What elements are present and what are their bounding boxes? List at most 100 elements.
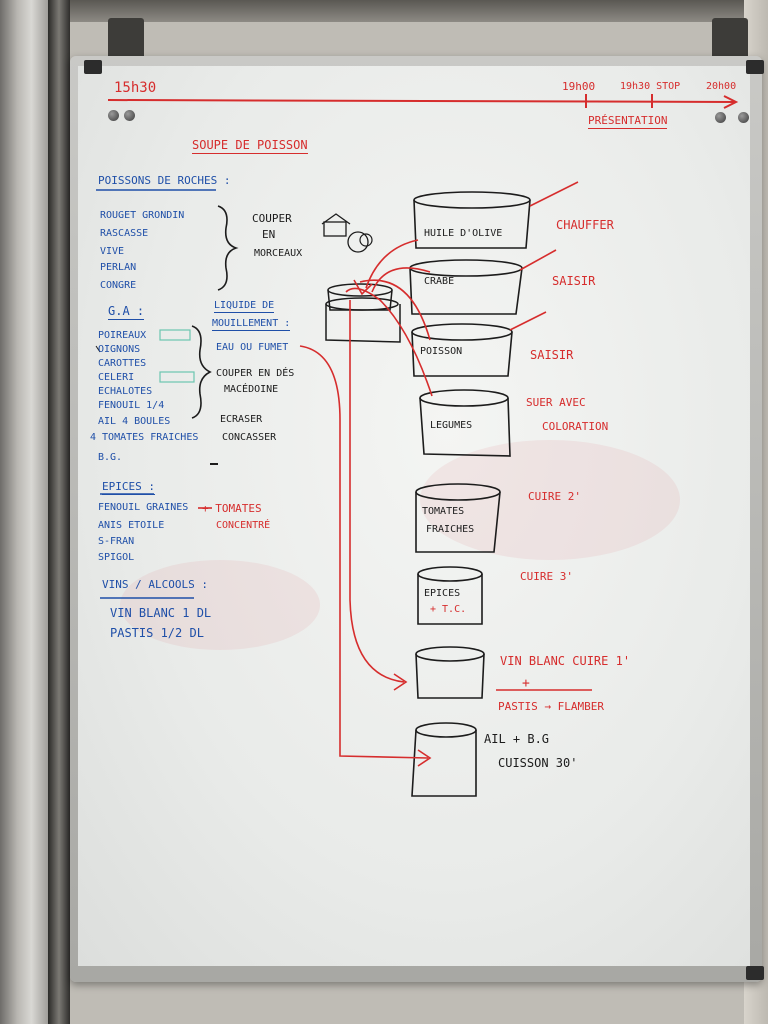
pot-action: CUIRE 3': [520, 570, 573, 583]
list-item: B.G.: [98, 452, 123, 463]
list-item: SPIGOL: [98, 552, 135, 563]
pot-body: [411, 331, 513, 377]
timeline-start: 15h30: [114, 80, 157, 96]
pot-action: CUISSON 30': [498, 756, 578, 770]
pot-body: [415, 491, 501, 553]
list-item: CONGRE: [100, 280, 137, 291]
pot-rim: [419, 389, 509, 407]
doodle-box: [323, 221, 347, 237]
arrow-eau-to-last-pot: [299, 345, 429, 759]
connector: [519, 249, 557, 271]
pot-action: SAISIR: [530, 348, 574, 362]
arrowhead: [417, 749, 432, 767]
pot-action: PASTIS → FLAMBER: [498, 700, 604, 713]
epices-heading: EPICES :: [102, 480, 155, 495]
arrowhead: [393, 673, 408, 691]
pot-action: CUIRE 2': [528, 490, 581, 503]
magnet: [124, 110, 135, 121]
arrow-legumes-to-pot: [345, 287, 433, 397]
marker-smear: [120, 560, 320, 650]
pot-label: HUILE D'OLIVE: [424, 228, 503, 239]
timeline-end: 20h00: [706, 81, 737, 92]
pot-action: +: [522, 676, 530, 691]
pot-action: COLORATION: [542, 420, 609, 433]
pot-label: TOMATES: [422, 506, 465, 517]
timeline-arrow: [723, 95, 739, 109]
pot-label: LEGUMES: [430, 420, 473, 431]
list-item: PERLAN: [100, 262, 137, 273]
list-item: ANIS ETOILE: [98, 520, 165, 531]
pot-body: [415, 653, 485, 699]
tomates-concentre: + TOMATES: [202, 502, 262, 515]
list-item: ECHALOTES: [98, 386, 153, 397]
doodle-circle: [359, 233, 373, 247]
list-item: FENOUIL 1/4: [98, 400, 165, 411]
list-item: S-FRAN: [98, 536, 135, 547]
couper-note: MORCEAUX: [254, 248, 303, 259]
presentation-label: PRÉSENTATION: [588, 114, 668, 129]
list-item: VIN BLANC 1 DL: [110, 606, 212, 620]
ga-heading: G.A :: [108, 304, 145, 320]
list-item: ROUGET GRONDIN: [100, 210, 185, 221]
pot-rim: [417, 566, 483, 582]
green-box: [159, 371, 195, 383]
arrow-to-vin-blanc-pot: [349, 300, 405, 683]
list-item: OIGNONS: [98, 344, 141, 355]
list-item: FENOUIL GRAINES: [98, 502, 189, 513]
list-item: CAROTTES: [98, 358, 147, 369]
pot-body: [419, 397, 511, 457]
timeline-line: [107, 99, 737, 103]
list-item: AIL 4 BOULES: [98, 416, 171, 427]
arrow-poisson-to-pot: [359, 279, 431, 341]
pot-rim: [413, 191, 531, 209]
arrowhead: [353, 279, 373, 296]
couper-des: COUPER EN DÉS: [216, 368, 295, 379]
pot-action: VIN BLANC CUIRE 1': [500, 654, 631, 668]
frame-corner-cap: [746, 60, 764, 74]
macedoine: MACÉDOINE: [224, 384, 279, 395]
concasser: CONCASSER: [222, 432, 277, 443]
tomates-concentre: CONCENTRÉ: [216, 520, 271, 531]
pot-rim: [415, 722, 477, 738]
pot-label: CRABE: [424, 276, 455, 287]
timeline-mark-19h: 19h00: [562, 80, 596, 93]
pot-action: AIL + B.G: [484, 732, 550, 746]
couper-note: COUPER: [252, 212, 292, 225]
list-item: VIVE: [100, 246, 125, 257]
small-pot-body: [325, 304, 401, 343]
brace-poissons: [217, 205, 239, 291]
pot-rim: [409, 259, 523, 277]
list-item: POIREAUX: [98, 330, 147, 341]
pot-action: SUER AVEC: [526, 396, 586, 409]
red-arrows: [198, 181, 592, 767]
pot-rim: [415, 483, 501, 501]
pot-body: [413, 199, 531, 249]
pot-action: CHAUFFER: [556, 218, 614, 232]
connector: [529, 181, 579, 207]
liquide-heading: LIQUIDE DE: [214, 300, 275, 313]
pot-label: POISSON: [420, 346, 463, 357]
tick-mark: [95, 345, 101, 353]
pot-rim: [415, 646, 485, 662]
liquide-heading: MOUILLEMENT :: [212, 318, 291, 331]
magnet: [108, 110, 119, 121]
list-item: RASCASSE: [100, 228, 149, 239]
list-item: PASTIS 1/2 DL: [110, 626, 204, 640]
vins-heading: VINS / ALCOOLS :: [102, 578, 208, 591]
arrow-crabe-to-pot: [371, 267, 431, 293]
mount-bracket-left: [108, 18, 144, 62]
pot-shapes: [409, 191, 531, 797]
ecraser: ECRASER: [220, 414, 263, 425]
green-box: [159, 329, 191, 341]
connector: [509, 311, 547, 331]
mount-bracket-right: [712, 18, 748, 62]
frame-corner-cap: [84, 60, 102, 74]
wall-top: [0, 0, 768, 22]
pot-body: [411, 729, 477, 797]
fridge-door-edge: [48, 0, 70, 1024]
frame-corner-cap: [746, 966, 764, 980]
doodle-roof: [321, 213, 351, 225]
list-item: 4 TOMATES FRAICHES: [90, 432, 199, 443]
list-item: CELERI: [98, 372, 135, 383]
